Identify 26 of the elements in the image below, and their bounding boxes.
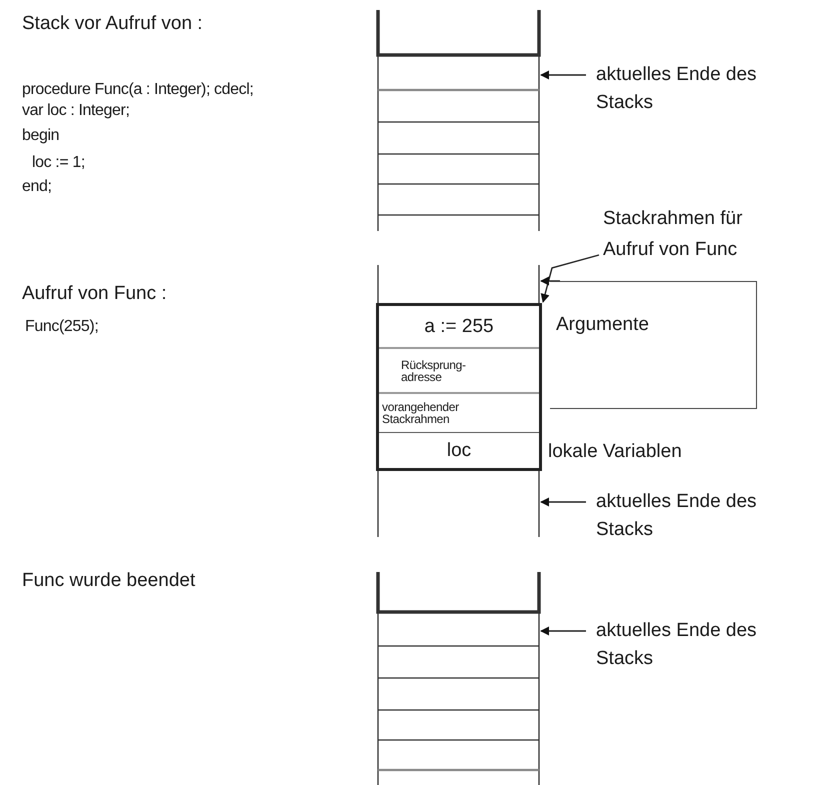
- section-heading: Func wurde beendet: [22, 570, 196, 592]
- stack-slot: loc: [379, 433, 539, 468]
- stack-slot: a := 255: [379, 306, 539, 349]
- note: Stackrahmen für Aufruf von Func: [603, 203, 788, 263]
- code-line: loc := 1;: [32, 153, 85, 173]
- arrow: [540, 498, 586, 506]
- code-line: end;: [22, 177, 52, 197]
- code-line: procedure Func(a : Integer); cdecl;: [22, 80, 254, 100]
- code-line: Func(255);: [25, 317, 98, 337]
- section-heading: lokale Variablen: [548, 441, 682, 463]
- arguments-bracket: [550, 281, 757, 409]
- arrow: [540, 254, 600, 303]
- bracket-label: Argumente: [556, 314, 649, 335]
- note: aktuelles Ende des Stacks: [596, 617, 814, 673]
- arrow: [540, 626, 586, 636]
- section-heading: Stack vor Aufruf von :: [22, 13, 203, 35]
- arrow: [540, 276, 560, 286]
- arrow: [540, 70, 586, 80]
- note: aktuelles Ende des Stacks: [596, 488, 814, 544]
- stack-frame: [376, 303, 542, 471]
- code-line: var loc : Integer;: [22, 101, 130, 121]
- code-line: begin: [22, 126, 60, 146]
- stack-slot: Rücksprung- adresse: [379, 349, 539, 394]
- section-heading: Aufruf von Func :: [22, 283, 167, 305]
- stack-slot: vorangehender Stackrahmen: [379, 394, 539, 433]
- note: aktuelles Ende des Stacks: [596, 61, 814, 117]
